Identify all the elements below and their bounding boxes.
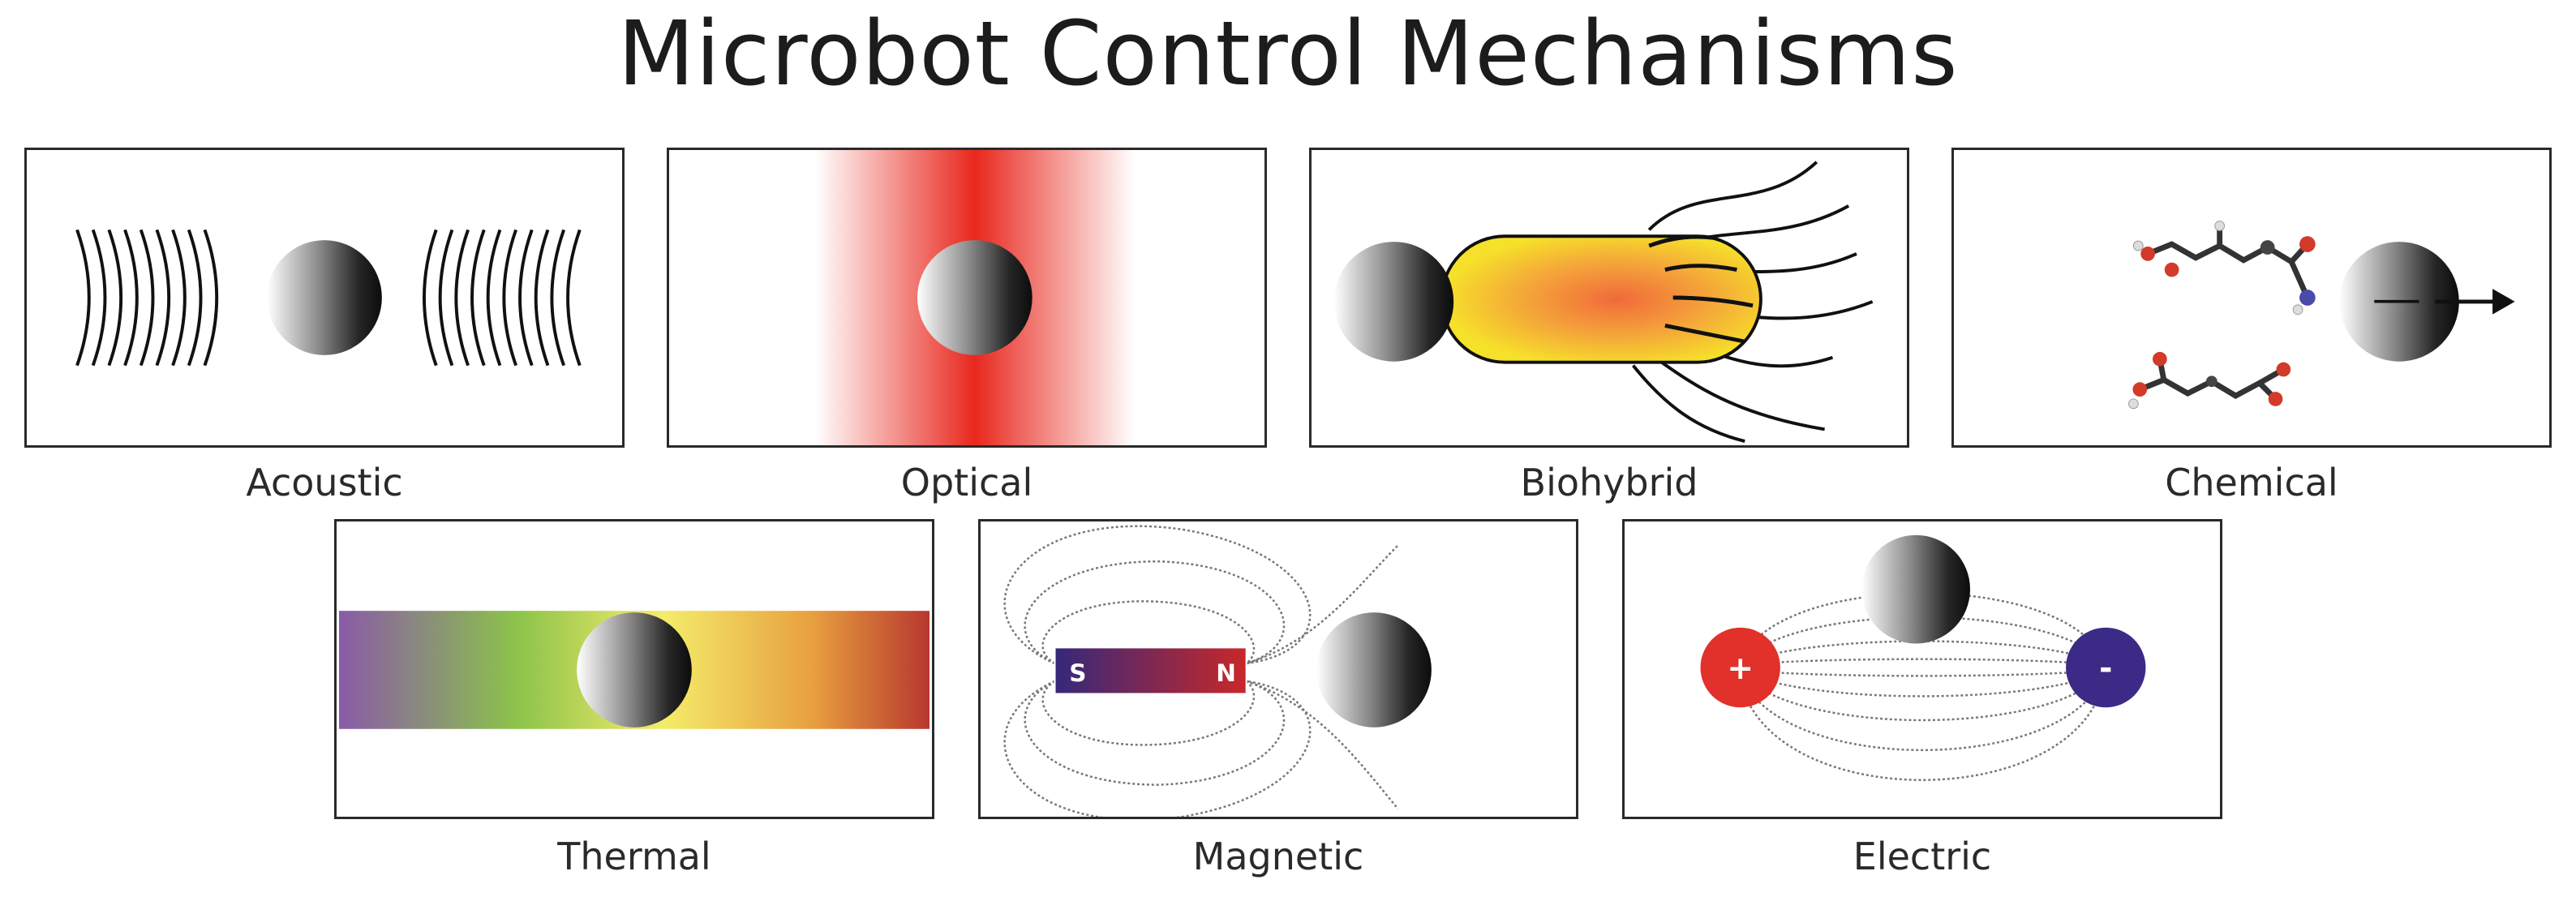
microbot-sphere-icon <box>267 240 382 355</box>
panel-label-acoustic: Acoustic <box>246 461 403 504</box>
optical-illustration <box>815 150 1135 445</box>
electric-illustration: + - <box>1700 534 2146 781</box>
molecule-icon <box>2145 223 2311 301</box>
panel-biohybrid <box>1309 148 1909 448</box>
magnet-north-label: N <box>1216 659 1236 687</box>
panel-label-electric: Electric <box>1853 835 1992 878</box>
bar-magnet-icon <box>1054 646 1247 695</box>
sound-wave-icon <box>75 229 219 367</box>
acoustic-illustration <box>75 229 582 367</box>
magnet-south-label: S <box>1069 659 1086 687</box>
direction-arrow <box>2435 289 2515 315</box>
molecule-atoms <box>2132 221 2316 315</box>
panel-label-biohybrid: Biohybrid <box>1520 461 1698 504</box>
flagella-roots <box>1648 234 1754 344</box>
panel-acoustic <box>24 148 625 448</box>
sound-wave-icon <box>423 229 582 367</box>
panel-electric: + - <box>1622 519 2222 819</box>
magnetic-illustration: S N <box>1003 525 1432 817</box>
electrode-icon <box>1700 627 1780 708</box>
page-title: Microbot Control Mechanisms <box>617 2 1959 105</box>
electrode-icon <box>2066 627 2146 708</box>
electrode-positive-label: + <box>1727 650 1754 687</box>
microbot-sphere-icon <box>577 612 692 727</box>
thermal-illustration <box>339 611 930 729</box>
electrode-negative-label: - <box>2099 650 2112 687</box>
microbot-sphere-icon <box>1861 534 1971 644</box>
microbot-sphere-icon <box>917 240 1033 355</box>
microbot-sphere-icon <box>1333 242 1454 362</box>
panel-magnetic: S N <box>978 519 1578 819</box>
panel-optical <box>667 148 1267 448</box>
panel-label-chemical: Chemical <box>2165 461 2338 504</box>
panel-label-thermal: Thermal <box>557 835 711 878</box>
magnetic-field-lines <box>1003 525 1399 817</box>
panel-label-magnetic: Magnetic <box>1192 835 1364 878</box>
panel-thermal <box>334 519 934 819</box>
molecule-atoms <box>2128 351 2291 410</box>
panel-label-optical: Optical <box>900 461 1033 504</box>
biohybrid-illustration <box>1333 161 1874 443</box>
microbot-sphere-icon <box>1316 612 1432 727</box>
panel-chemical <box>1951 148 2552 448</box>
chemical-illustration <box>2128 221 2515 410</box>
